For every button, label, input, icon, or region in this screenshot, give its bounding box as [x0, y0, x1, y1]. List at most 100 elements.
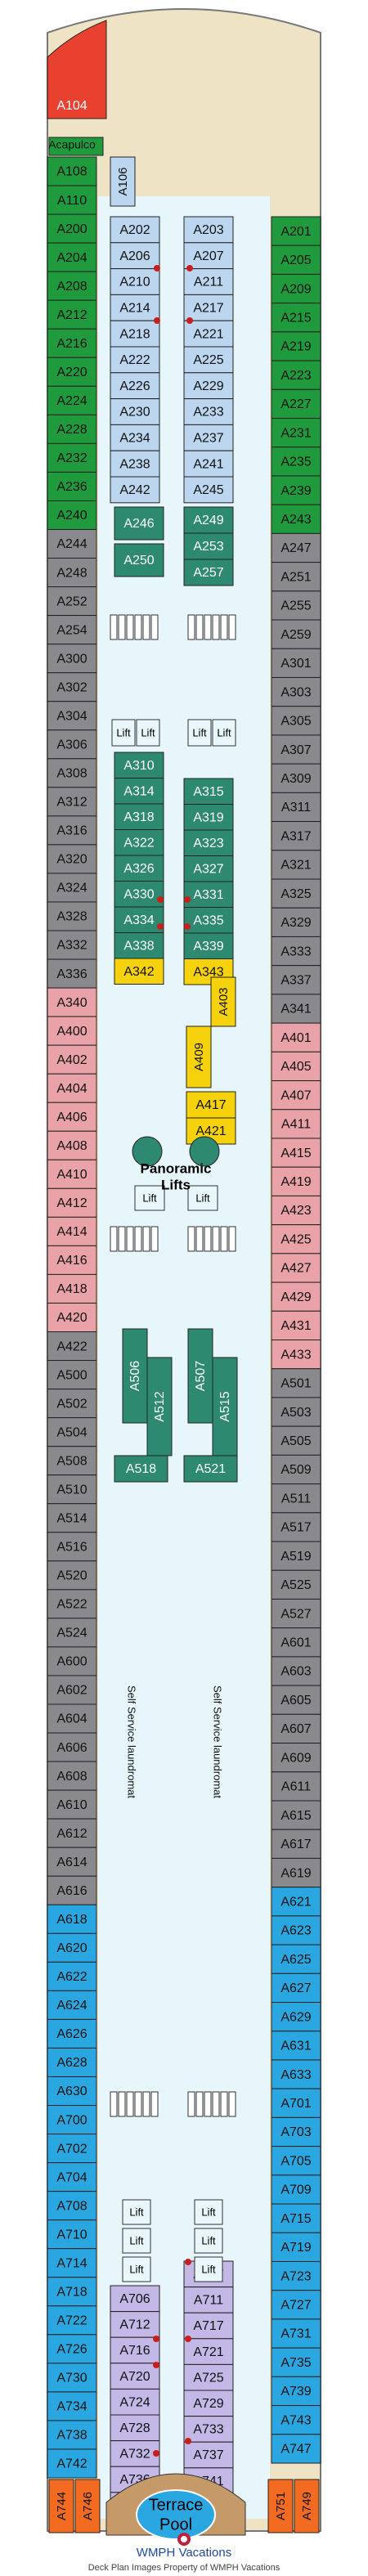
cabin[interactable]: A427: [271, 1253, 321, 1283]
cabin[interactable]: A737: [183, 2441, 234, 2469]
cabin[interactable]: A727: [271, 2290, 321, 2320]
cabin[interactable]: A237: [183, 424, 234, 451]
cabin[interactable]: A329: [271, 907, 321, 937]
cabin[interactable]: A429: [271, 1281, 321, 1312]
cabin[interactable]: A733: [183, 2416, 234, 2443]
cabin[interactable]: A405: [271, 1051, 321, 1082]
cabin[interactable]: A335: [183, 907, 234, 934]
cabin[interactable]: A512: [146, 1357, 173, 1456]
cabin[interactable]: A716: [110, 2336, 160, 2364]
cabin[interactable]: A504: [47, 1417, 97, 1447]
cabin[interactable]: A200: [47, 213, 97, 244]
cabin[interactable]: A705: [271, 2146, 321, 2176]
cabin[interactable]: A302: [47, 672, 97, 702]
cabin[interactable]: A338: [114, 932, 164, 959]
cabin[interactable]: A629: [271, 2002, 321, 2032]
cabin[interactable]: A728: [110, 2414, 160, 2442]
cabin[interactable]: A240: [47, 500, 97, 530]
cabin[interactable]: A403: [210, 976, 236, 1027]
cabin[interactable]: A311: [271, 792, 321, 823]
lift-12[interactable]: Lift: [194, 2256, 223, 2282]
cabin[interactable]: A225: [183, 346, 234, 374]
cabin[interactable]: A627: [271, 1972, 321, 2004]
cabin[interactable]: A609: [271, 1743, 321, 1773]
cabin[interactable]: A303: [271, 676, 321, 707]
cabin[interactable]: A255: [271, 590, 321, 621]
cabin[interactable]: A721: [183, 2338, 234, 2365]
cabin[interactable]: A617: [271, 1829, 321, 1859]
cabin[interactable]: A628: [47, 2047, 97, 2077]
cabin[interactable]: A402: [47, 1044, 97, 1075]
cabin[interactable]: A230: [110, 398, 160, 425]
cabin[interactable]: A214: [110, 294, 160, 321]
cabin[interactable]: A243: [271, 504, 321, 534]
cabin[interactable]: A330: [114, 881, 164, 908]
cabin[interactable]: A519: [271, 1541, 321, 1571]
cabin[interactable]: A232: [47, 442, 97, 473]
cabin[interactable]: A633: [271, 2059, 321, 2089]
cabin[interactable]: A431: [271, 1310, 321, 1341]
cabin[interactable]: A326: [114, 855, 164, 882]
cabin[interactable]: A202: [110, 216, 160, 244]
cabin[interactable]: A201: [271, 216, 321, 246]
cabin[interactable]: A218: [110, 320, 160, 348]
lift-7[interactable]: Lift: [122, 2199, 151, 2225]
cabin[interactable]: A715: [271, 2203, 321, 2233]
cabin[interactable]: A231: [271, 418, 321, 448]
cabin[interactable]: A616: [47, 1875, 97, 1905]
cabin[interactable]: A412: [47, 1187, 97, 1218]
cabin[interactable]: A701: [271, 2088, 321, 2118]
cabin[interactable]: A524: [47, 1618, 97, 1648]
cabin[interactable]: A216: [47, 328, 97, 358]
cabin[interactable]: A318: [114, 803, 164, 830]
cabin[interactable]: A253: [183, 532, 234, 560]
cabin[interactable]: A502: [47, 1389, 97, 1419]
cabin[interactable]: A723: [271, 2260, 321, 2291]
cabin[interactable]: A228: [47, 414, 97, 444]
cabin[interactable]: A211: [183, 268, 234, 295]
cabin[interactable]: A254: [47, 615, 97, 645]
cabin[interactable]: A738: [47, 2420, 97, 2450]
cabin[interactable]: A204: [47, 242, 97, 272]
cabin[interactable]: A417: [186, 1091, 236, 1119]
cabin[interactable]: A746: [74, 2479, 101, 2533]
cabin[interactable]: A337: [271, 965, 321, 995]
cabin[interactable]: A401: [271, 1022, 321, 1052]
cabin[interactable]: A247: [271, 532, 321, 563]
cabin[interactable]: A257: [183, 559, 234, 586]
cabin[interactable]: A522: [47, 1589, 97, 1619]
cabin[interactable]: A630: [47, 2076, 97, 2107]
cabin[interactable]: A605: [271, 1685, 321, 1715]
cabin[interactable]: A600: [47, 1646, 97, 1676]
cabin[interactable]: A301: [271, 648, 321, 678]
cabin[interactable]: A410: [47, 1159, 97, 1189]
cabin[interactable]: A717: [183, 2312, 234, 2340]
cabin[interactable]: A729: [183, 2390, 234, 2417]
cabin[interactable]: A501: [271, 1368, 321, 1398]
cabin[interactable]: A342: [114, 958, 164, 985]
cabin[interactable]: A518: [114, 1455, 168, 1483]
cabin[interactable]: A310: [114, 752, 164, 779]
cabin[interactable]: A223: [271, 360, 321, 390]
cabin[interactable]: A406: [47, 1102, 97, 1132]
cabin[interactable]: A305: [271, 706, 321, 736]
cabin[interactable]: A433: [271, 1340, 321, 1370]
cabin[interactable]: A208: [47, 271, 97, 301]
cabin[interactable]: A708: [47, 2191, 97, 2221]
lift-10[interactable]: Lift: [194, 2228, 223, 2254]
lift-9[interactable]: Lift: [122, 2228, 151, 2254]
cabin[interactable]: A510: [47, 1474, 97, 1505]
cabin[interactable]: A626: [47, 2018, 97, 2049]
cabin[interactable]: A500: [47, 1360, 97, 1390]
cabin[interactable]: A419: [271, 1166, 321, 1196]
cabin[interactable]: A234: [110, 424, 160, 451]
cabin[interactable]: A249: [183, 506, 234, 534]
cabin[interactable]: A203: [183, 216, 234, 244]
cabin[interactable]: A503: [271, 1397, 321, 1427]
cabin[interactable]: A422: [47, 1331, 97, 1362]
cabin[interactable]: A229: [183, 372, 234, 400]
cabin[interactable]: A520: [47, 1560, 97, 1591]
cabin[interactable]: A224: [47, 385, 97, 415]
cabin[interactable]: A749: [294, 2479, 320, 2533]
